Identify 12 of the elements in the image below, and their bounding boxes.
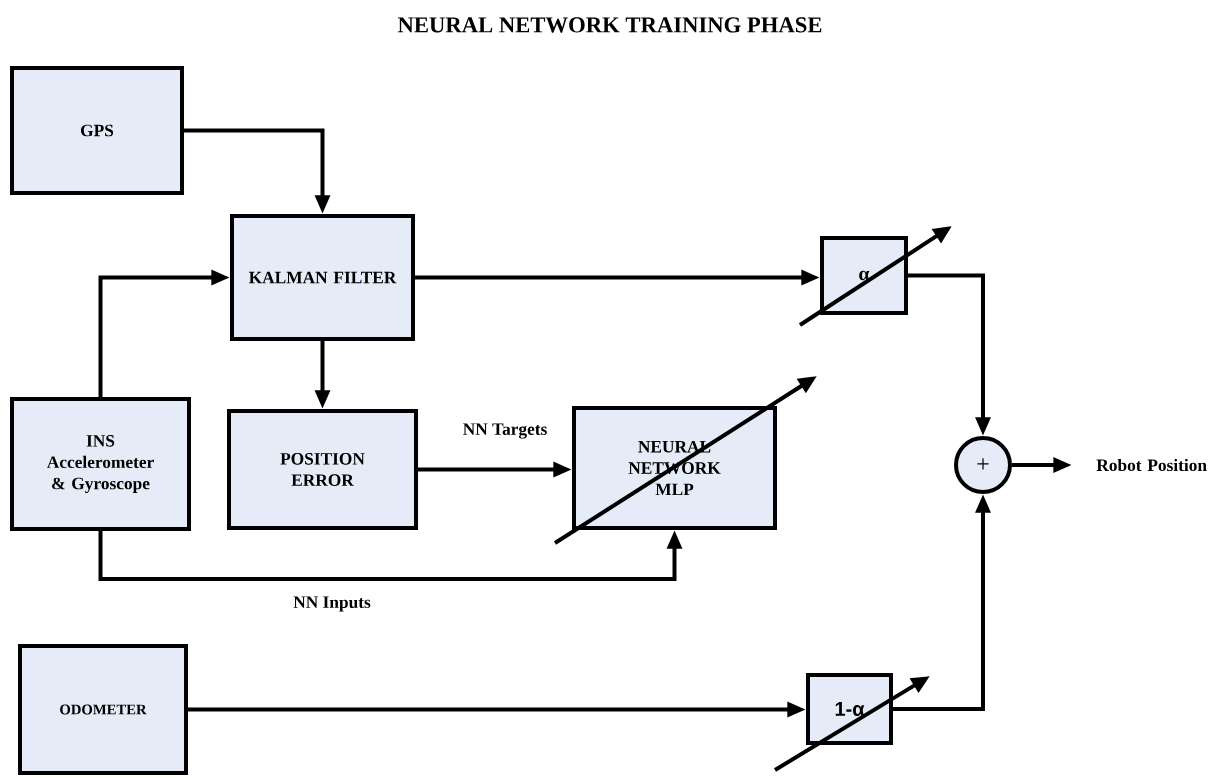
title: NEURAL NETWORK TRAINING PHASE (397, 17, 822, 33)
edge-label: NN Inputs (291, 595, 373, 613)
process-box: POSITION ERROR (227, 409, 418, 530)
sensor-box: INS Accelerometer & Gyroscope (10, 397, 191, 531)
odometer-box: ODOMETER (18, 644, 188, 775)
output-label: Robot Position (1096, 458, 1207, 472)
edge-label: NN Targets (461, 422, 549, 440)
filter-box: KALMAN FILTER (230, 214, 415, 341)
gain-box: α (820, 236, 908, 315)
gps-box: GPS (10, 66, 184, 195)
gain-box: 1-α (806, 673, 893, 745)
summing-junction: + (954, 436, 1012, 494)
